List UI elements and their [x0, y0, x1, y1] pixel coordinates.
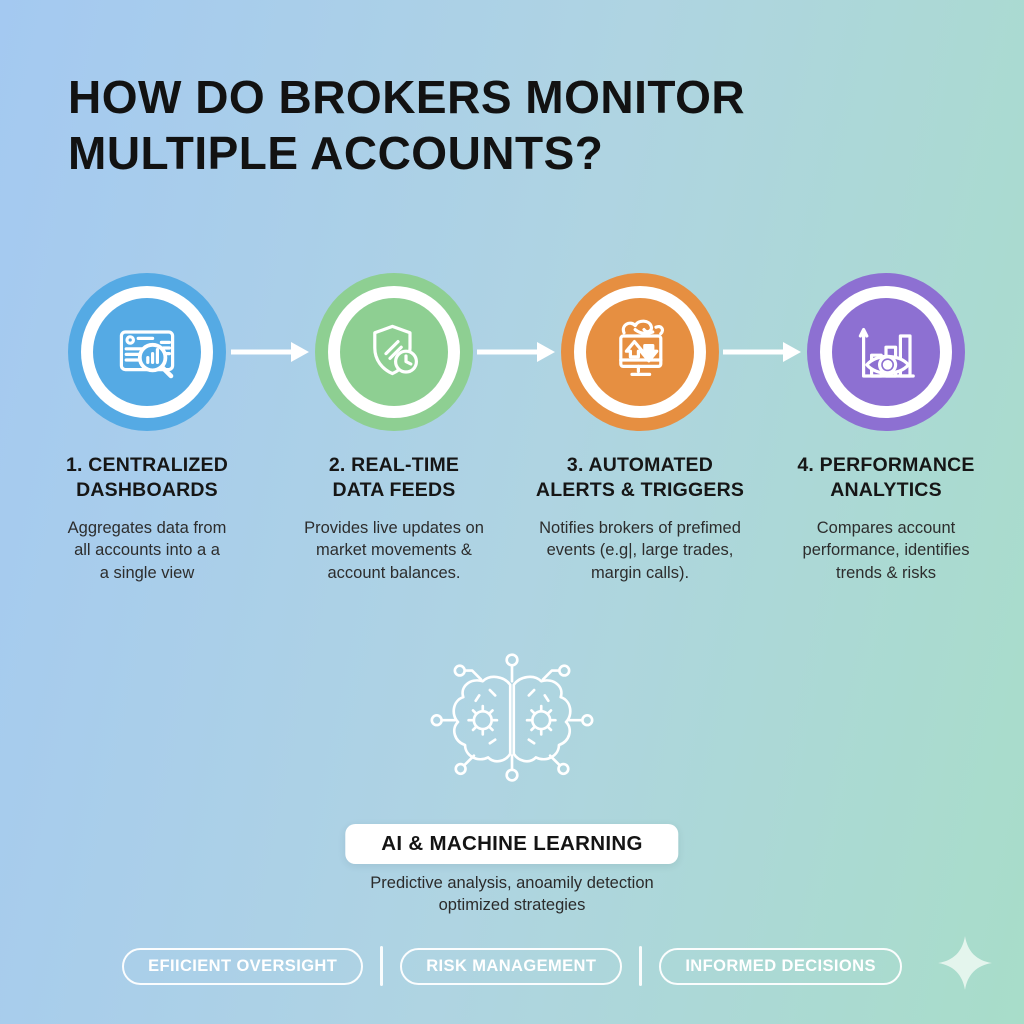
ai-description: Predictive analysis, anoamily detection …	[370, 874, 654, 915]
step-description: Aggregates data from all accounts into a…	[67, 518, 227, 582]
step-description: Provides live updates on market movement…	[304, 518, 484, 582]
step-title: 4. PERFORMANCE ANALYTICS	[797, 454, 975, 502]
badge-separator	[639, 946, 643, 986]
step-title: 3. AUTOMATED ALERTS & TRIGGERS	[535, 454, 745, 502]
step-centralized-dashboards: 1. CENTRALIZED DASHBOARDS Aggregates dat…	[22, 273, 272, 584]
step-title: 2. REAL-TIME DATA FEEDS	[328, 454, 460, 502]
step1-circle	[68, 273, 226, 431]
step-real-time-data-feeds: 2. REAL-TIME DATA FEEDS Provides live up…	[269, 273, 519, 584]
page-title-line1: HOW DO BROKERS MONITOR	[68, 70, 746, 123]
ai-brain-section	[0, 638, 1024, 795]
dashboard-magnifier-icon	[107, 312, 187, 392]
step3-circle	[561, 273, 719, 431]
sparkle-icon	[938, 936, 992, 990]
badge-informed-decisions: INFORMED DECISIONS	[659, 947, 902, 985]
ai-machine-learning-banner: AI & MACHINE LEARNING	[345, 824, 679, 864]
step-title: 1. CENTRALIZED DASHBOARDS	[65, 454, 229, 502]
step2-circle	[315, 273, 473, 431]
ai-brain-circuit-icon	[430, 653, 594, 782]
badge-efficient-oversight: EFIICIENT OVERSIGHT	[122, 947, 364, 985]
flow-arrow-icon	[723, 342, 801, 362]
badge-separator	[380, 946, 384, 986]
monitor-alerts-icon	[600, 312, 680, 392]
page-title-line2: MULTIPLE ACCOUNTS?	[68, 126, 604, 179]
step4-circle	[807, 273, 965, 431]
step-automated-alerts-triggers: 3. AUTOMATED ALERTS & TRIGGERS Notifies …	[515, 273, 765, 584]
chart-eye-icon	[846, 312, 926, 392]
step-performance-analytics: 4. PERFORMANCE ANALYTICS Compares accoun…	[761, 273, 1011, 584]
footer-badges: EFIICIENT OVERSIGHT RISK MANAGEMENT INFO…	[0, 946, 1024, 986]
shield-clock-icon	[354, 312, 434, 392]
flow-arrow-icon	[477, 342, 555, 362]
page-title: HOW DO BROKERS MONITOR MULTIPLE ACCOUNTS…	[68, 69, 745, 181]
step-description: Compares account performance, identifies…	[802, 518, 970, 582]
flow-arrow-icon	[231, 342, 309, 362]
step-description: Notifies brokers of prefimed events (e.g…	[539, 518, 741, 582]
badge-risk-management: RISK MANAGEMENT	[400, 947, 623, 985]
